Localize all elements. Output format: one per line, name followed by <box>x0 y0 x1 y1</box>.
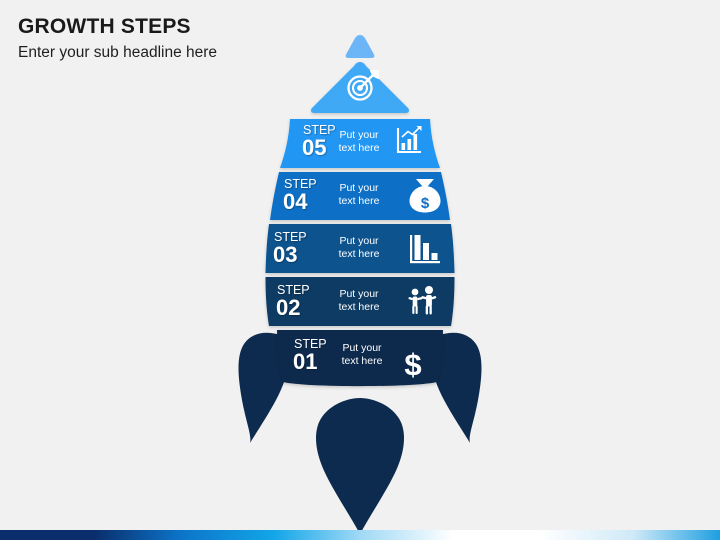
step-05-number: 05 <box>302 135 326 160</box>
step-04[interactable]: STEP 04 Put your text here $ <box>270 172 450 220</box>
step-03-text-line2: text here <box>339 248 380 260</box>
page-subtitle: Enter your sub headline here <box>18 44 218 62</box>
step-03-label: STEP <box>274 230 307 244</box>
step-05-text-line1: Put your <box>339 129 379 141</box>
rocket-tip[interactable] <box>345 35 375 58</box>
title-block: GROWTH STEPS Enter your sub headline her… <box>18 15 438 63</box>
step-01-text-line2: text here <box>342 355 383 367</box>
two-people-icon <box>408 286 437 315</box>
step-04-label: STEP <box>284 177 317 191</box>
step-02[interactable]: STEP 02 Put your text here <box>265 277 455 326</box>
rocket-flame[interactable] <box>316 398 404 534</box>
step-01-text-line1: Put your <box>342 342 382 354</box>
step-05-label: STEP <box>303 123 336 137</box>
target-dart-icon <box>347 69 380 101</box>
step-03-text-line1: Put your <box>339 235 379 247</box>
step-05-text-line2: text here <box>339 142 380 154</box>
gradient-accent-bar <box>0 530 720 540</box>
svg-text:$: $ <box>404 347 421 382</box>
step-05[interactable]: STEP 05 Put your text here <box>280 119 440 168</box>
money-bag-icon: $ <box>409 179 441 213</box>
svg-text:$: $ <box>421 195 430 212</box>
step-02-number: 02 <box>276 295 300 320</box>
step-03[interactable]: STEP 03 Put your text here <box>265 224 455 273</box>
step-04-text-line2: text here <box>339 195 380 207</box>
step-02-text-line1: Put your <box>339 288 379 300</box>
step-01-number: 01 <box>293 349 317 374</box>
rocket-fin-right[interactable] <box>432 332 482 443</box>
growth-bar-chart-icon <box>396 126 422 154</box>
dollar-sign-icon: $ <box>404 347 421 382</box>
step-02-text-line2: text here <box>339 301 380 313</box>
step-01[interactable]: STEP 01 Put your text here $ <box>277 330 443 387</box>
step-02-label: STEP <box>277 283 310 297</box>
step-01-label: STEP <box>294 337 327 351</box>
declining-bar-chart-icon <box>410 235 440 264</box>
step-03-number: 03 <box>273 242 297 267</box>
rocket-nose-cone[interactable] <box>310 62 410 113</box>
step-04-number: 04 <box>283 189 308 214</box>
step-04-text-line1: Put your <box>339 182 379 194</box>
rocket-fin-left[interactable] <box>238 332 289 443</box>
page-title: GROWTH STEPS <box>18 15 191 38</box>
